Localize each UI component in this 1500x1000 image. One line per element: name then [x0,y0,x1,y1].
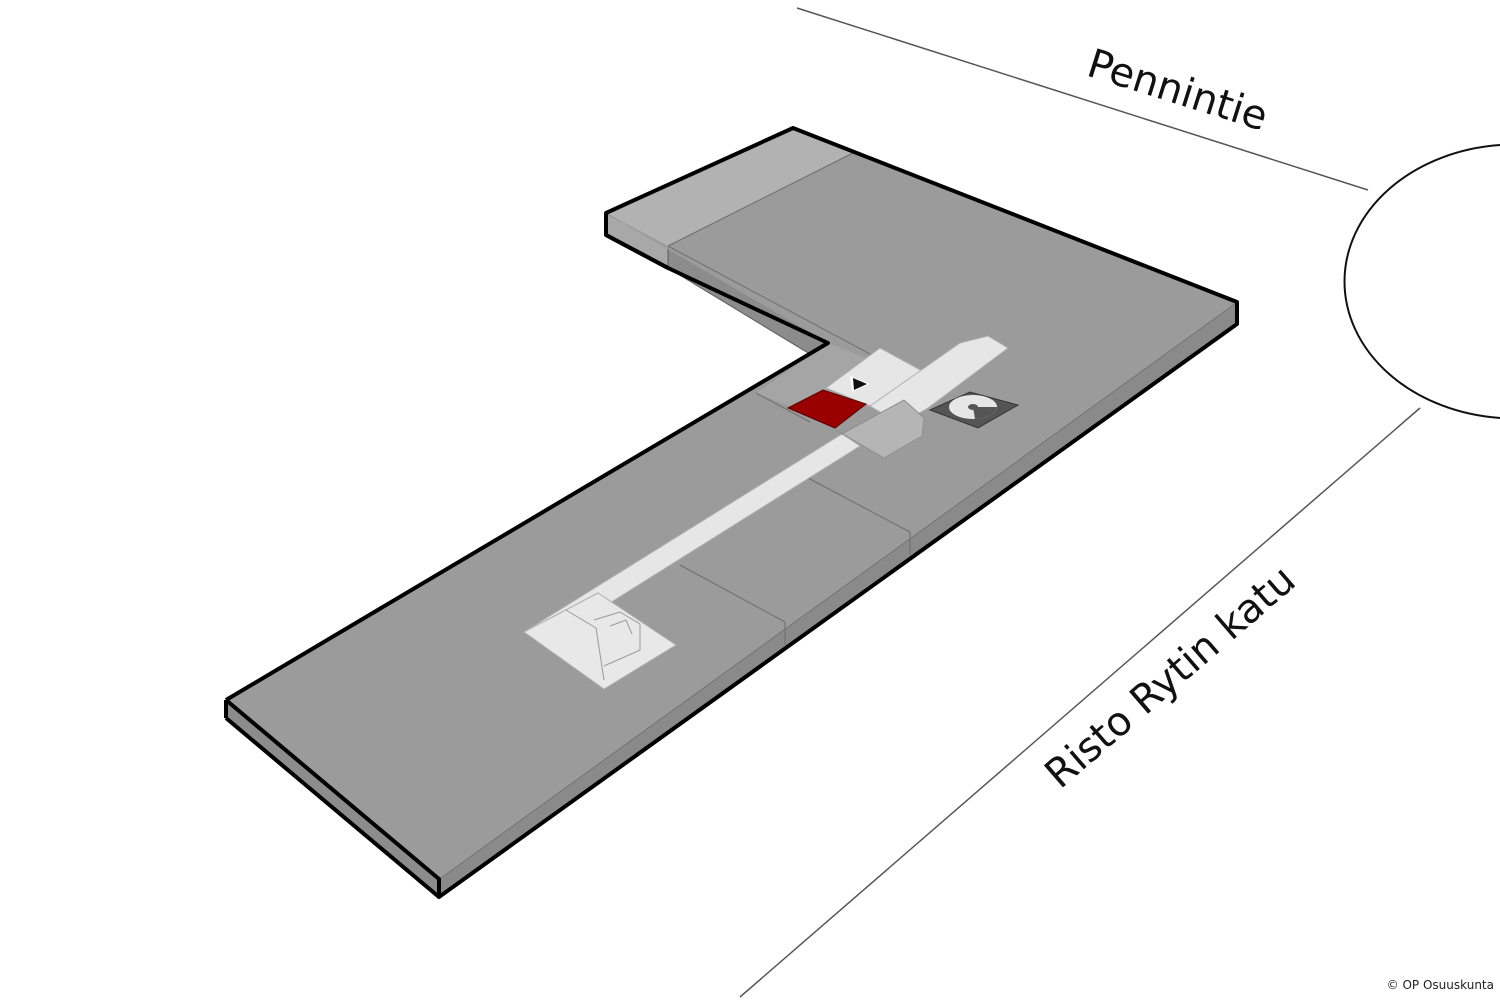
highlighted-room[interactable] [786,389,868,429]
copyright-text: © OP Osuuskunta [1386,978,1494,992]
roundabout [1343,144,1500,419]
division-line [679,564,786,623]
spiral-stairs-icon[interactable] [928,391,1020,429]
room-cluster [523,592,677,690]
building-floor [224,126,1239,899]
building-outline [224,126,1239,899]
triangle-marker-icon [850,376,870,392]
street-line-risto-rytin-katu [739,407,1421,998]
street-label-risto-rytin-katu: Risto Rytin katu [1036,557,1304,798]
floor-light-zone [606,128,853,246]
room-partition [565,609,605,681]
division-line [807,477,911,533]
room-block [523,592,677,690]
street-line-pennintie [796,7,1369,191]
street-label-pennintie: Pennintie [1082,41,1273,141]
floor-lobby-zone [756,343,872,410]
division-line [755,392,811,423]
division-line [667,152,854,247]
division-line [667,245,901,371]
building-outline-edge [605,233,669,270]
room-partition [593,611,641,667]
building-outline-edge [224,716,441,899]
room-partition [609,619,633,635]
corridor-lobby-lower [835,399,925,459]
